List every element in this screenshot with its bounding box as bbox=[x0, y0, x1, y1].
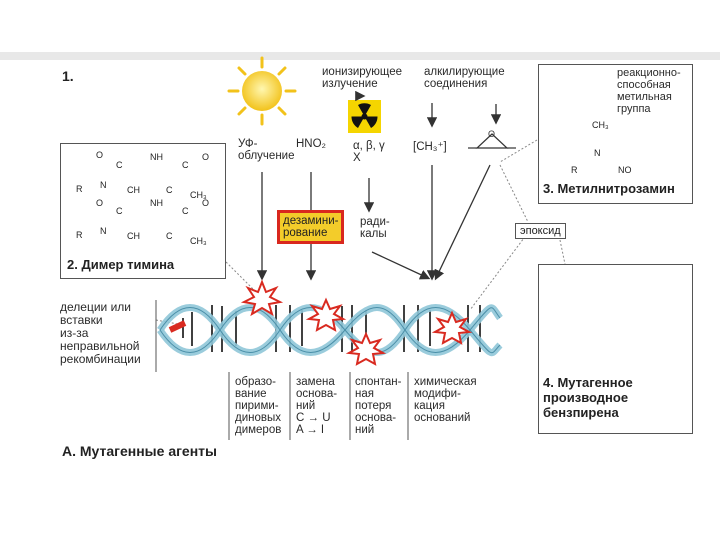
panel-number: 1. bbox=[62, 68, 74, 84]
hno2-label: HNO₂ bbox=[296, 138, 327, 150]
uv-label: УФ- облучение bbox=[238, 138, 295, 162]
figure-title: А. Мутагенные агенты bbox=[62, 443, 217, 459]
damage-marks bbox=[240, 279, 473, 366]
methylnitrosamine-box: реакционно- способная метильная группа 3… bbox=[538, 64, 693, 204]
atom: CH₃ bbox=[190, 190, 207, 200]
recombination-label: делеции или вставки из-за неправильной р… bbox=[60, 300, 141, 366]
atom: N bbox=[594, 148, 601, 158]
atom: O bbox=[202, 198, 210, 208]
atom: NH bbox=[150, 152, 163, 162]
epoxide-tag: эпоксид bbox=[515, 223, 566, 239]
atom: R bbox=[571, 165, 578, 175]
radiation-hazard-icon bbox=[348, 100, 381, 133]
atom: NH bbox=[150, 198, 163, 208]
effect-base-loss-label: спонтан- ная потеря основа- ний bbox=[355, 376, 402, 436]
atom: C bbox=[182, 206, 189, 216]
damage-star-base-loss bbox=[345, 331, 387, 366]
reactive-methyl-note: реакционно- способная метильная группа bbox=[617, 67, 681, 115]
atom: O bbox=[96, 198, 104, 208]
sun-icon bbox=[227, 56, 297, 126]
effect-separators bbox=[155, 300, 409, 440]
thymine-dimer-box: 2. Димер тимина bbox=[60, 143, 226, 279]
atom: N bbox=[100, 226, 107, 236]
benzpyrene-caption: 4. Мутагенное производное бензпирена bbox=[543, 375, 633, 420]
methylnitrosamine-caption: 3. Метилнитрозамин bbox=[543, 181, 675, 196]
atom: O bbox=[202, 152, 210, 162]
deamination-box: дезамини- рование bbox=[277, 210, 345, 244]
damage-star-dimer bbox=[240, 279, 284, 317]
atom: CH₃ bbox=[190, 236, 207, 246]
effect-chemical-modification-label: химическая модифи- кация оснований bbox=[414, 376, 477, 424]
atom: C bbox=[166, 231, 173, 241]
atom: CH bbox=[127, 185, 140, 195]
radiation-types-label: α, β, γ X bbox=[353, 140, 385, 164]
atom: C bbox=[116, 160, 123, 170]
ionizing-radiation-label: ионизирующее излучение bbox=[322, 66, 403, 90]
atom: C bbox=[116, 206, 123, 216]
epoxide-o: O bbox=[488, 129, 495, 139]
atom: NO bbox=[618, 165, 632, 175]
atom: C bbox=[182, 160, 189, 170]
alkylating-label: алкилирующие соединения bbox=[424, 66, 505, 90]
thymine-dimer-caption: 2. Димер тимина bbox=[67, 257, 175, 272]
methyl-cation-label: [CH₃⁺] bbox=[413, 141, 447, 153]
atom: R bbox=[76, 230, 83, 240]
top-band bbox=[0, 52, 720, 60]
atom: CH₃ bbox=[592, 120, 609, 130]
radicals-label: ради- калы bbox=[360, 216, 390, 240]
epoxide-ring-icon bbox=[468, 133, 516, 149]
atom: C bbox=[166, 185, 173, 195]
dna-helix bbox=[157, 304, 503, 357]
atom: N bbox=[100, 180, 107, 190]
atom: CH bbox=[127, 231, 140, 241]
atom: R bbox=[76, 184, 83, 194]
effect-substitution-label: замена основа- ний C → U A → I bbox=[296, 376, 338, 436]
damage-star-substitution bbox=[305, 297, 347, 332]
benzpyrene-box: 4. Мутагенное производное бензпирена bbox=[538, 264, 693, 434]
effect-dimer-label: образо- вание пирими- диновых димеров bbox=[235, 376, 282, 436]
damage-star-alkylation bbox=[431, 310, 473, 345]
atom: O bbox=[96, 150, 104, 160]
recombination-mark bbox=[168, 320, 187, 333]
